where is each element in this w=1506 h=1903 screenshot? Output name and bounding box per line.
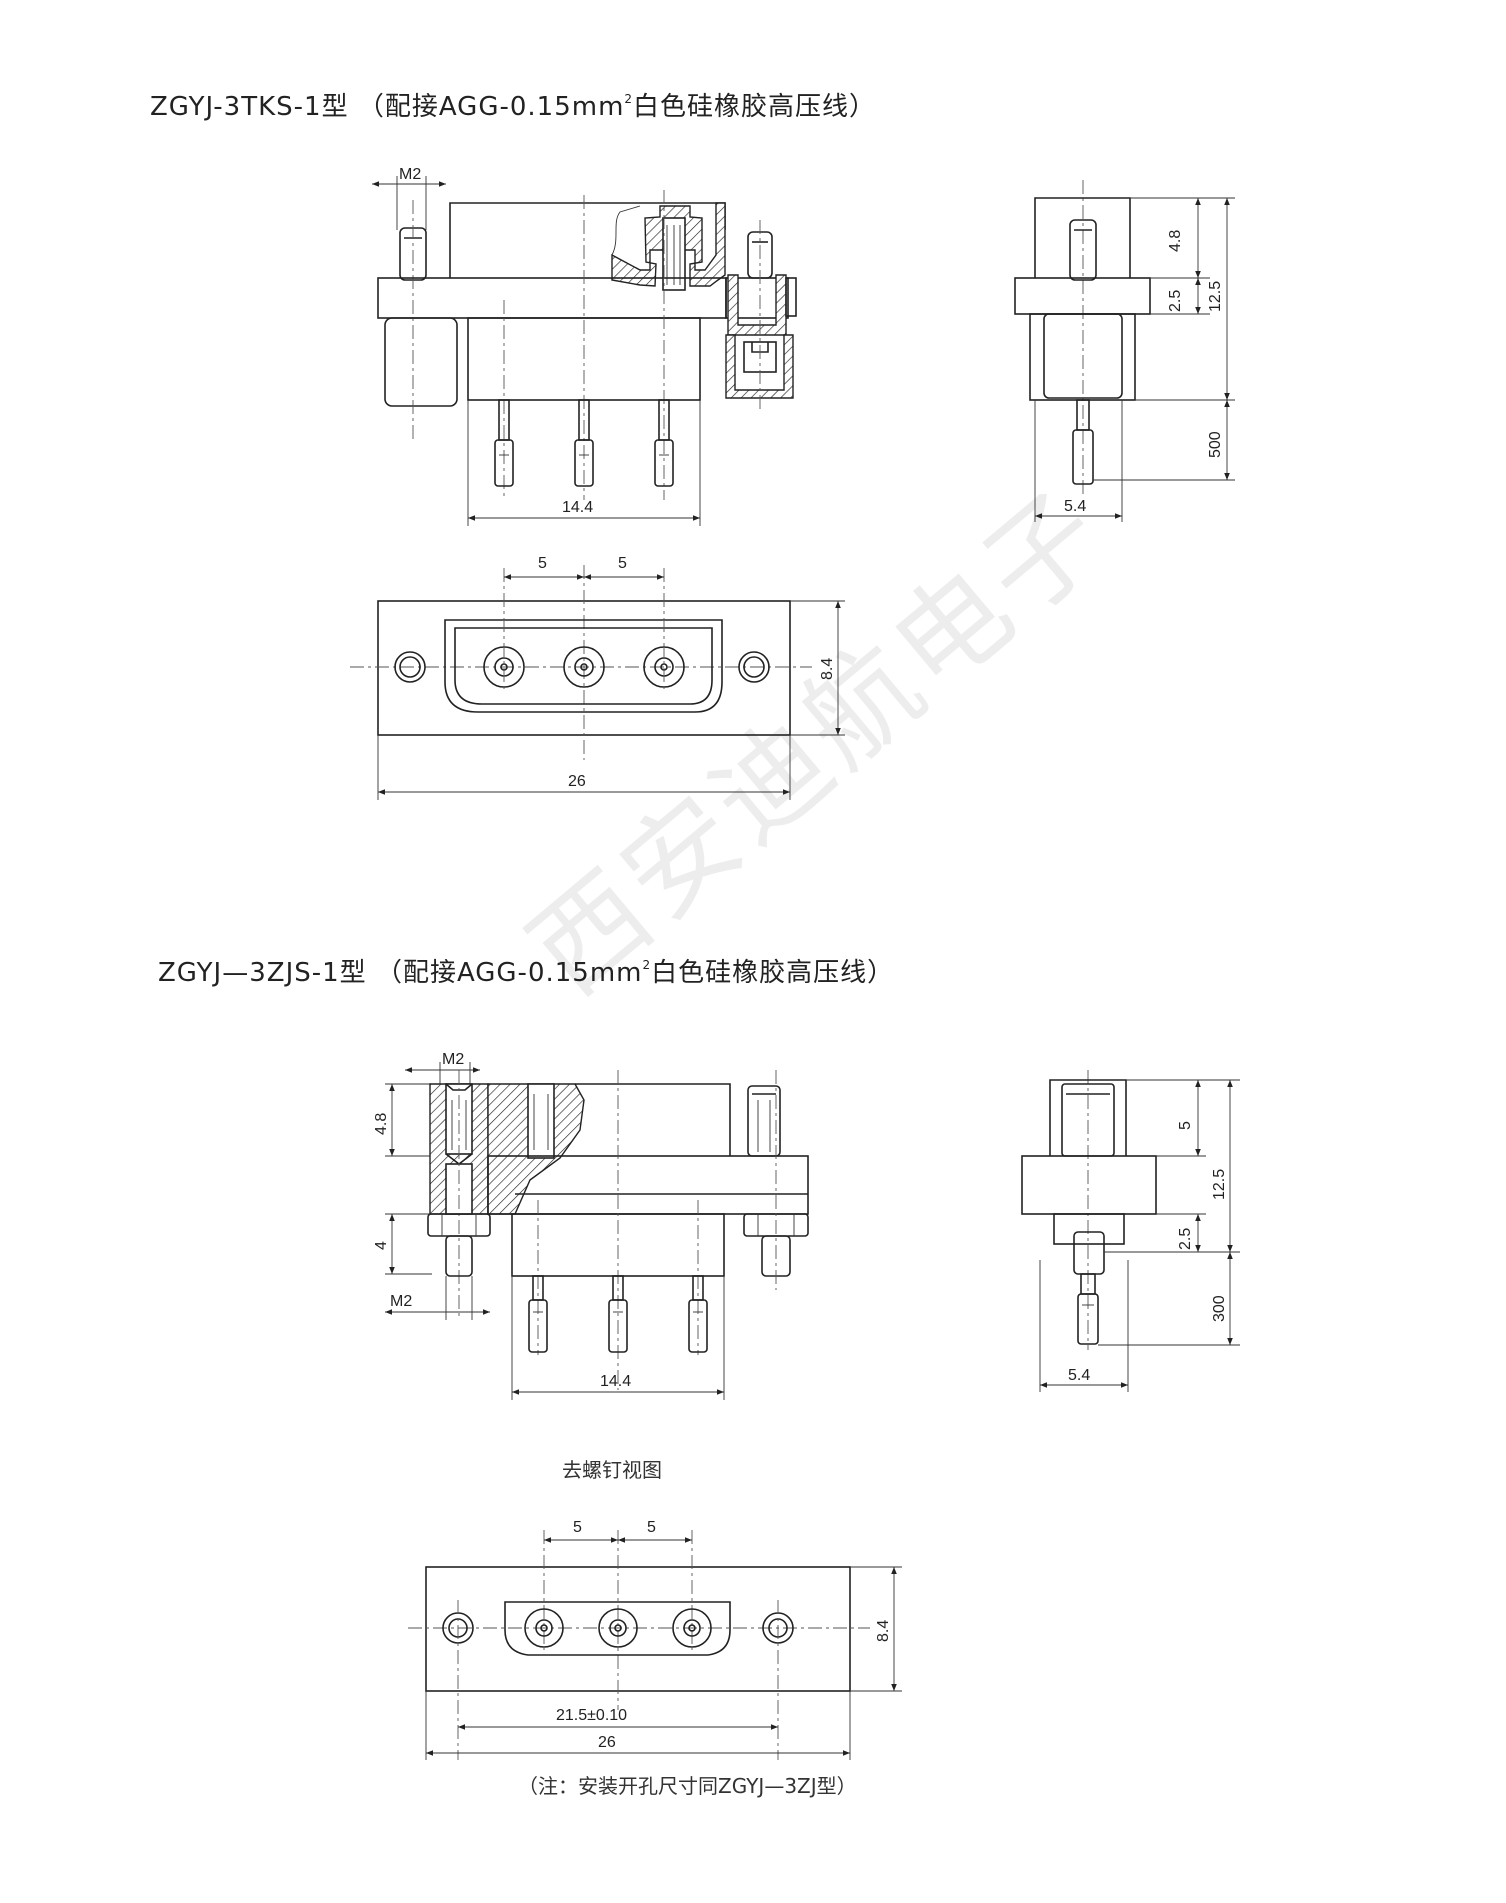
s2-bottom-hole-spacing: 21.5±0.10 <box>556 1707 627 1724</box>
s1-side-dim-total: 12.5 <box>1207 281 1224 312</box>
s1-side-dim-wire: 500 <box>1207 431 1224 458</box>
s2-front-width-label: 14.4 <box>600 1373 631 1390</box>
s2-bottom-view: 5 5 8.4 21.5±0.10 26 <box>408 1519 902 1760</box>
s2-front-view: M2 4.8 4 M2 <box>373 1051 809 1400</box>
s2-side-dim-flange: 2.5 <box>1177 1228 1194 1250</box>
s1-side-dim-flange: 2.5 <box>1167 290 1184 312</box>
s2-bottom-height-label: 8.4 <box>875 1620 892 1642</box>
s1-bottom-view: 5 5 8.4 26 <box>350 555 845 800</box>
s1-front-thread-label: M2 <box>399 166 421 183</box>
section2-spec-b: 白色硅橡胶高压线） <box>651 958 895 988</box>
s2-bottom-pitch-left: 5 <box>573 1519 582 1536</box>
section1-title: ZGYJ-3TKS-1型 （配接AGG-0.15mm2白色硅橡胶高压线） <box>150 86 876 123</box>
s2-front-thread-top: M2 <box>442 1051 464 1068</box>
section2-note: （注：安装开孔尺寸同ZGYJ—3ZJ型） <box>518 1774 857 1798</box>
s2-side-dim-width: 5.4 <box>1068 1367 1090 1384</box>
s2-bottom-pitch-right: 5 <box>647 1519 656 1536</box>
s2-side-dim-upper: 5 <box>1177 1121 1194 1130</box>
s1-bottom-length-label: 26 <box>568 773 586 790</box>
s2-side-dim-wire: 300 <box>1211 1295 1228 1322</box>
s2-side-dim-total: 12.5 <box>1211 1169 1228 1200</box>
section1-spec-sup: 2 <box>624 92 634 106</box>
s2-front-dim-bottom: 4 <box>373 1241 390 1250</box>
s1-bottom-pitch-right: 5 <box>618 555 627 572</box>
s2-bottom-length-label: 26 <box>598 1734 616 1751</box>
s1-side-dim-width: 5.4 <box>1064 498 1086 515</box>
s1-bottom-pitch-left: 5 <box>538 555 547 572</box>
section1-spec-b: 白色硅橡胶高压线） <box>633 92 877 122</box>
section2-spec-sup: 2 <box>642 958 652 972</box>
s2-side-view: 5 12.5 2.5 300 5.4 <box>1021 1070 1240 1392</box>
s1-front-width-label: 14.4 <box>562 499 593 516</box>
s1-bottom-height-label: 8.4 <box>819 658 836 680</box>
s2-front-dim-top: 4.8 <box>373 1113 390 1135</box>
s1-front-view: M2 <box>372 166 797 526</box>
section2-spec-a: （配接AGG-0.15mm <box>375 958 643 988</box>
s1-side-dim-upper: 4.8 <box>1167 230 1184 252</box>
section2-title: ZGYJ—3ZJS-1型 （配接AGG-0.15mm2白色硅橡胶高压线） <box>158 952 894 989</box>
section2-caption: 去螺钉视图 <box>562 1458 662 1482</box>
s2-front-thread-bottom: M2 <box>390 1293 412 1310</box>
section2-model: ZGYJ—3ZJS-1型 <box>158 958 367 988</box>
s1-side-view: 4.8 2.5 12.5 500 5.4 <box>1014 180 1235 522</box>
section1-spec-a: （配接AGG-0.15mm <box>357 92 625 122</box>
section1-model: ZGYJ-3TKS-1型 <box>150 92 349 122</box>
